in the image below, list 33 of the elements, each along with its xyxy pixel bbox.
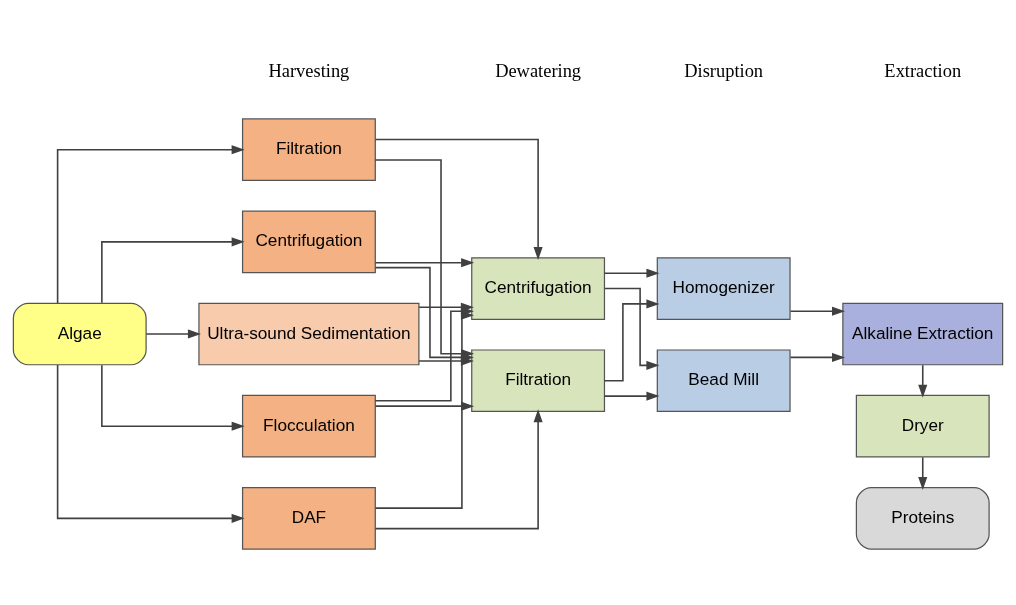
node-box: DAF	[241, 486, 376, 550]
node-box: Proteins	[855, 486, 990, 550]
node-box: Algae	[12, 302, 147, 365]
arrow	[789, 352, 846, 362]
arrow	[56, 363, 245, 523]
node-box: Bead Mill	[656, 348, 791, 412]
node-box: Flocculation	[241, 394, 376, 458]
node-box: Filtration	[471, 348, 606, 412]
label: Disruption	[684, 60, 764, 81]
arrow	[374, 408, 543, 529]
label: Harvesting	[268, 60, 350, 81]
node-box: Homogenizer	[656, 256, 791, 320]
label: Dewatering	[495, 60, 582, 81]
arrow	[374, 138, 543, 260]
node-box: Ultra-sound Sedimentation	[198, 302, 420, 365]
node-box: Dryer	[855, 394, 990, 458]
arrow	[918, 363, 928, 398]
arrow	[101, 236, 245, 304]
arrow	[789, 306, 846, 316]
arrow	[145, 328, 201, 339]
arrow	[603, 268, 660, 278]
arrow	[101, 363, 245, 431]
node-box: Centrifugation	[471, 256, 606, 320]
arrow	[604, 287, 660, 370]
node-box: Filtration	[241, 117, 376, 181]
arrow	[918, 456, 928, 490]
node-box: Alkaline Extraction	[842, 302, 1004, 365]
arrow	[603, 391, 660, 401]
arrow	[374, 257, 475, 267]
arrow	[603, 298, 660, 382]
arrow	[56, 144, 245, 304]
label: Extraction	[884, 60, 962, 81]
node-box: Centrifugation	[241, 210, 376, 273]
